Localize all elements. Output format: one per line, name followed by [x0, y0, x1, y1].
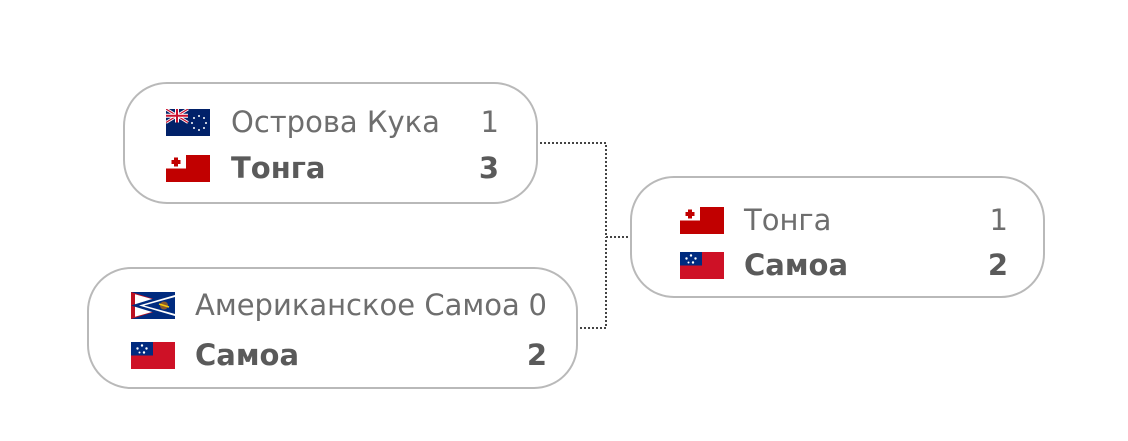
team-name: Тонга [744, 203, 832, 237]
tonga-flag-icon [166, 155, 210, 182]
team-row[interactable]: Американское Самоа 0 [89, 289, 580, 321]
team-score: 3 [478, 151, 499, 185]
team-row[interactable]: Острова Кука 1 [125, 106, 540, 138]
cook-islands-flag-icon [166, 109, 210, 136]
team-name: Самоа [195, 338, 300, 372]
team-name: Самоа [744, 248, 849, 282]
team-row[interactable]: Тонга 1 [632, 204, 1047, 236]
team-row[interactable]: Тонга 3 [125, 152, 540, 184]
american-samoa-flag-icon [131, 292, 175, 319]
match-semifinal-2[interactable]: Американское Самоа 0 Самоа 2 [87, 267, 578, 389]
team-score: 1 [480, 105, 499, 139]
team-score: 2 [526, 338, 547, 372]
tonga-flag-icon [680, 207, 724, 234]
connector-semifinal-2 [576, 237, 607, 329]
team-score: 1 [989, 203, 1008, 237]
team-row[interactable]: Самоа 2 [632, 249, 1047, 281]
connector-semifinal-1 [536, 142, 632, 238]
samoa-flag-icon [680, 252, 724, 279]
team-name: Тонга [231, 151, 326, 185]
match-semifinal-1[interactable]: Острова Кука 1 Тонга 3 [123, 82, 538, 204]
match-final[interactable]: Тонга 1 Самоа 2 [630, 176, 1045, 298]
team-name: Американское Самоа [195, 288, 520, 322]
team-row[interactable]: Самоа 2 [89, 339, 580, 371]
team-score: 2 [987, 248, 1008, 282]
samoa-flag-icon [131, 342, 175, 369]
team-score: 0 [528, 288, 547, 322]
team-name: Острова Кука [231, 105, 440, 139]
